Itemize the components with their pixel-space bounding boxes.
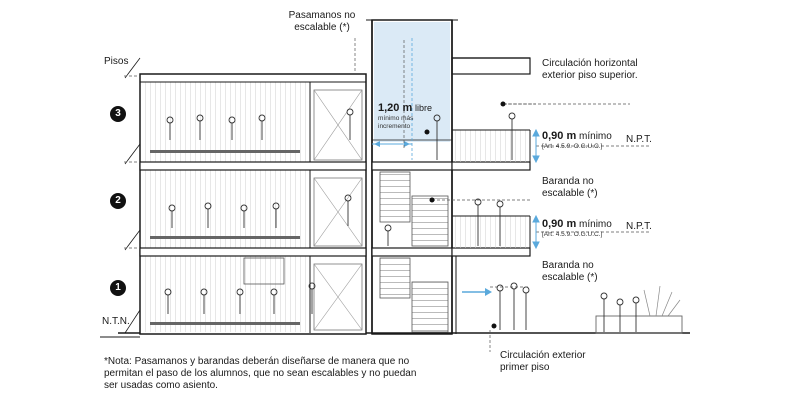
railing-height-upper: 0,90 m mínimo [Art. 4.5.9. O.G.U.C.] bbox=[542, 130, 652, 151]
railing-height-dimensions bbox=[532, 128, 540, 250]
ntn-label: N.T.N. bbox=[102, 316, 130, 327]
railing-ref-2: [Art. 4.5.9. O.G.U.C.] bbox=[542, 231, 603, 238]
railing-height-value-2: 0,90 m bbox=[542, 218, 577, 230]
railing-label-upper: Baranda no escalable (*) bbox=[542, 176, 598, 199]
footnote: *Nota: Pasamanos y barandas deberán dise… bbox=[104, 356, 417, 391]
stair-core bbox=[366, 19, 458, 335]
railing-height-value: 0,90 m bbox=[542, 130, 577, 142]
outdoor-area bbox=[595, 285, 683, 334]
building-section bbox=[124, 57, 367, 335]
handrail-label: Pasamanos no escalable (*) bbox=[288, 10, 356, 33]
upper-corridor-label: Circulación horizontal exterior piso sup… bbox=[542, 58, 638, 81]
floor-number-3: 3 bbox=[110, 106, 126, 122]
width-note: mínimo más incremento bbox=[378, 115, 414, 130]
floor-number-1: 1 bbox=[110, 280, 126, 296]
railing-ref: [Art. 4.5.9. O.G.U.C.] bbox=[542, 143, 603, 150]
callout-lines bbox=[124, 38, 650, 352]
npt-label-upper: N.P.T. bbox=[626, 134, 652, 145]
callout-dots bbox=[424, 101, 506, 329]
floors-label: Pisos bbox=[104, 56, 129, 67]
railing-label-lower: Baranda no escalable (*) bbox=[542, 260, 598, 283]
exterior-corridor bbox=[451, 57, 531, 334]
railing-height-word: mínimo bbox=[579, 131, 612, 142]
width-value: 1,20 m bbox=[378, 102, 413, 114]
ground-corridor-label: Circulación exterior primer piso bbox=[500, 350, 586, 373]
railing-height-word-2: mínimo bbox=[579, 219, 612, 230]
width-dimension: 1,20 m libre mínimo más incremento bbox=[378, 102, 450, 130]
width-suffix: libre bbox=[415, 103, 433, 113]
floor-number-2: 2 bbox=[110, 193, 126, 209]
classroom-figures bbox=[164, 108, 354, 314]
npt-label-lower: N.P.T. bbox=[626, 221, 652, 232]
railing-height-lower: 0,90 m mínimo [Art. 4.5.9. O.G.U.C.] bbox=[542, 218, 652, 239]
